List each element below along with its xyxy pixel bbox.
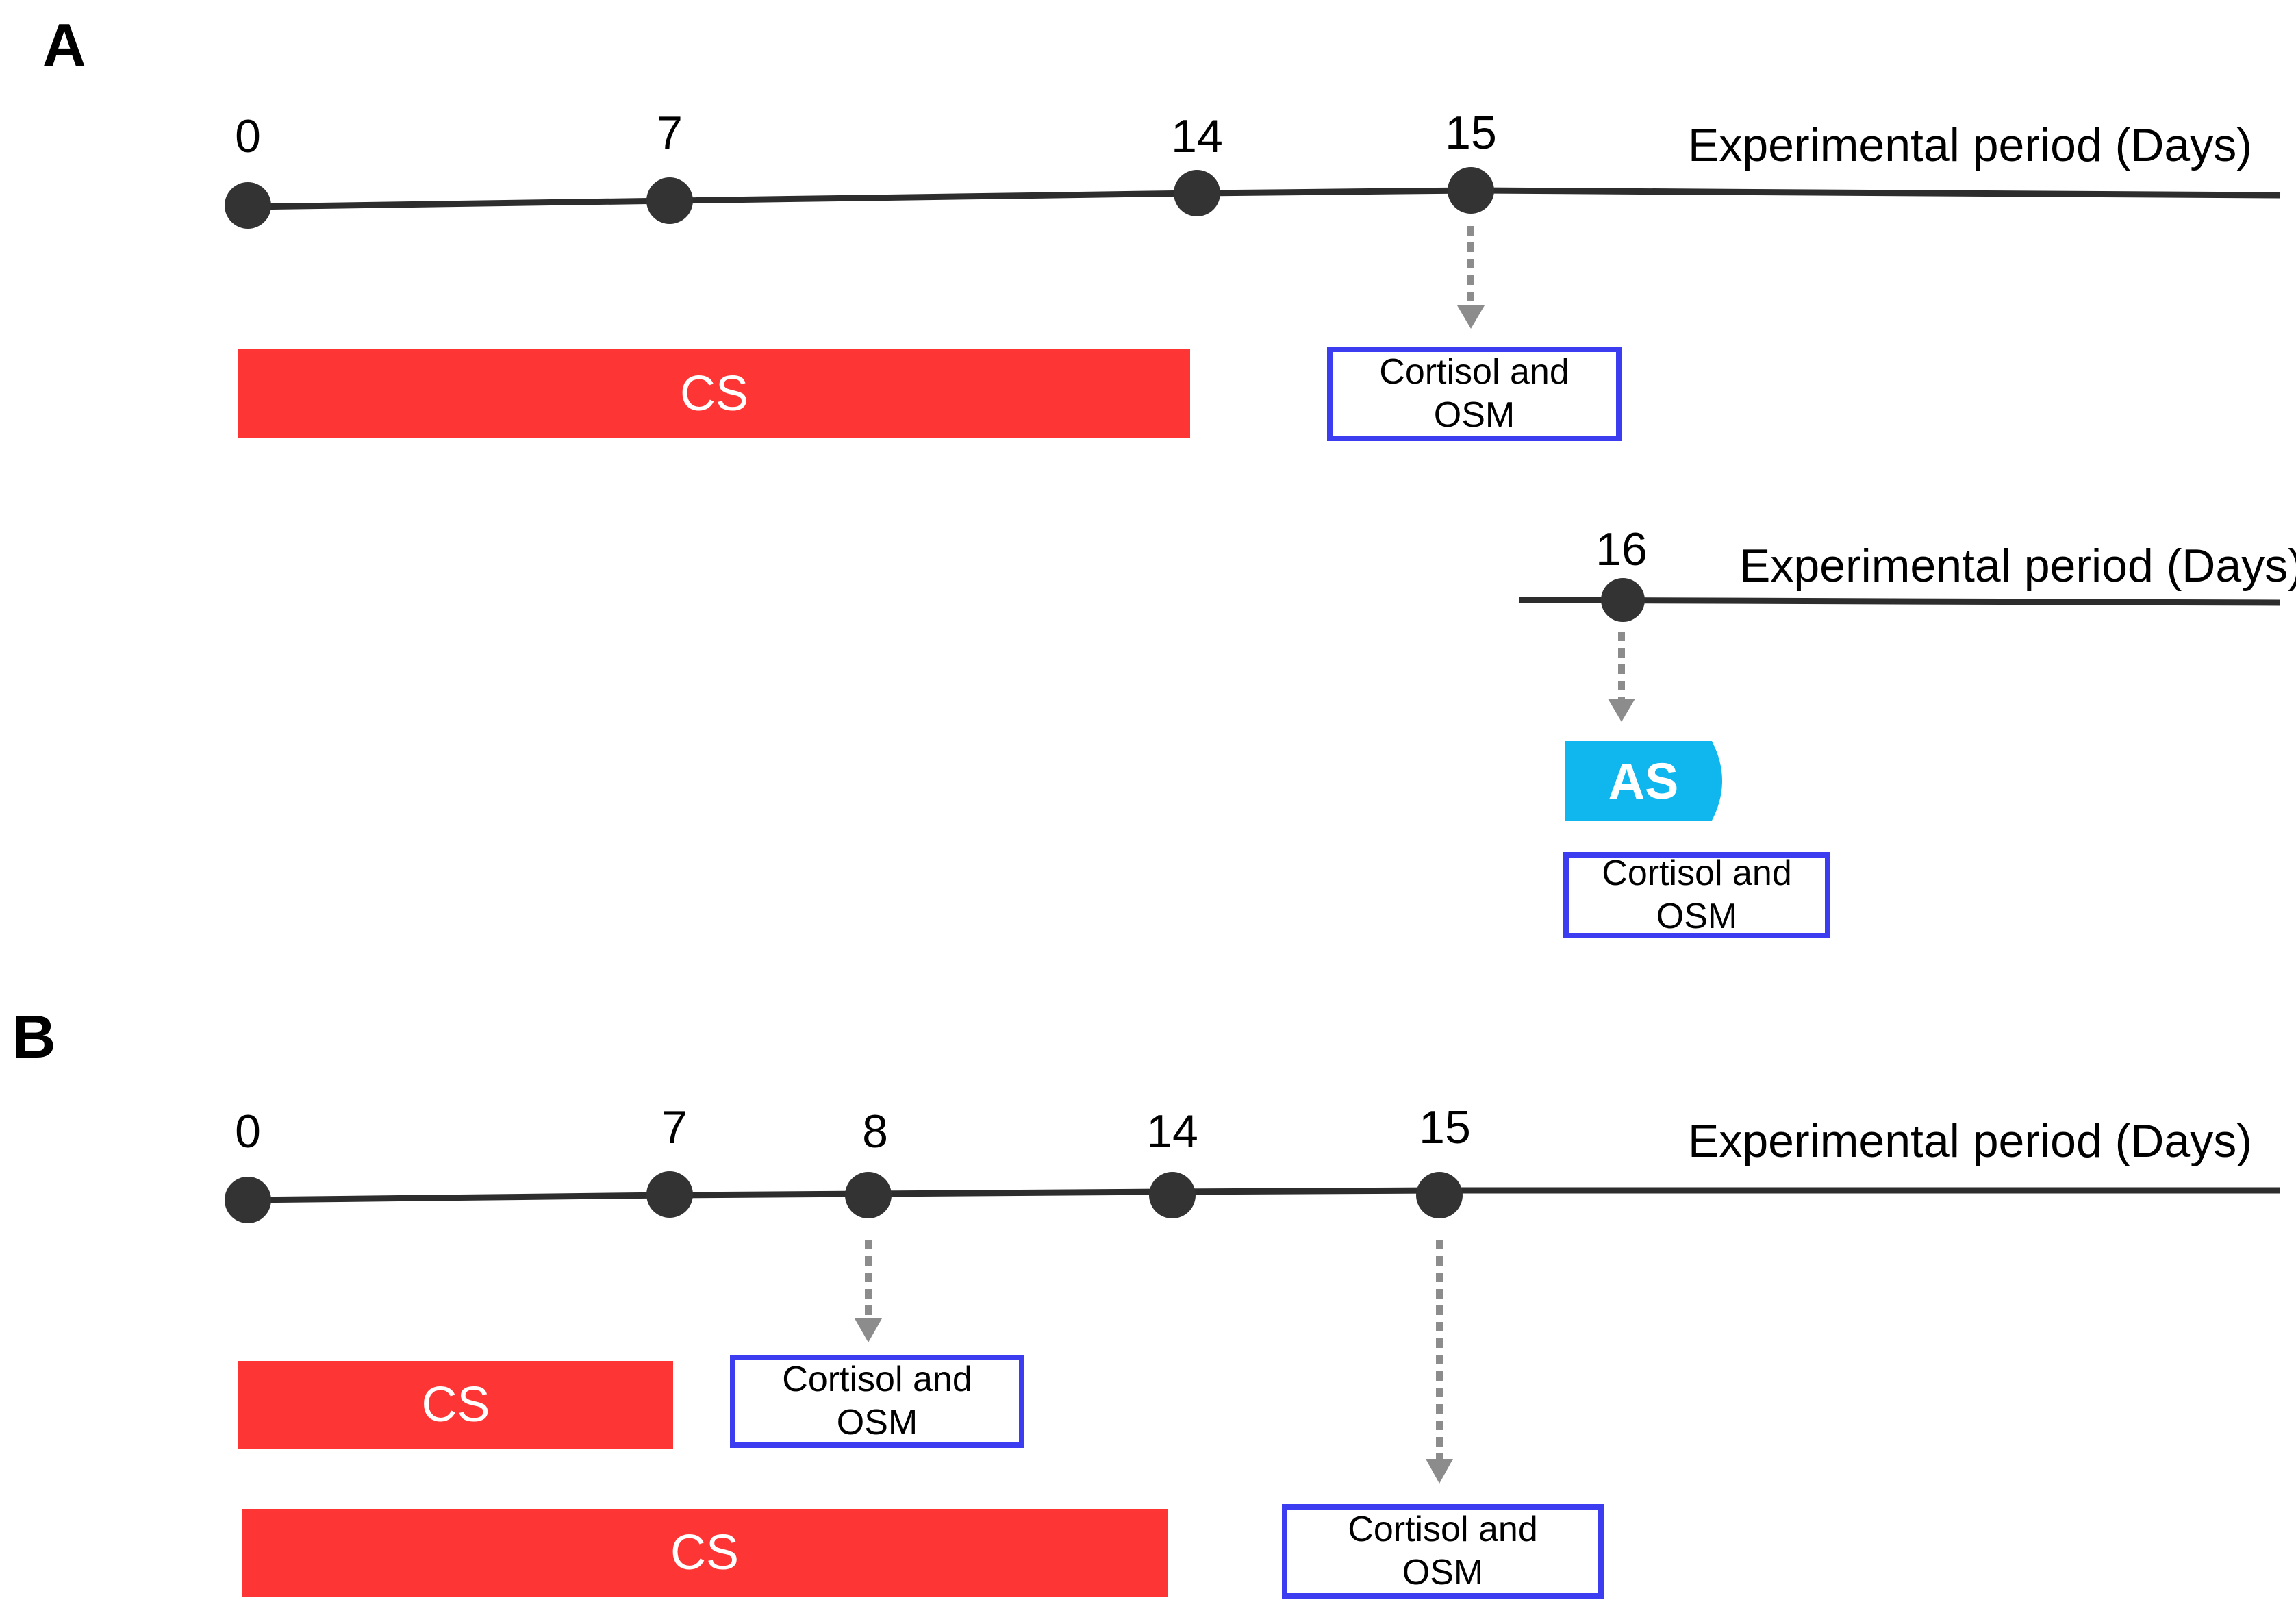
timeline-a-sub-axis-line [1518, 597, 2281, 606]
timepoint-b-day-15-icon [1416, 1172, 1463, 1218]
timepoint-b-day-7-icon [646, 1171, 693, 1218]
timepoint-b-day-0-icon [225, 1177, 271, 1223]
panel-label-b: B [12, 1003, 56, 1071]
timeline-a-main-axis-line [246, 187, 2281, 210]
cs-bar-a: CS [238, 349, 1190, 438]
tick-a-day-15: 15 [1445, 107, 1497, 159]
sampling-box-b-day-8: Cortisol and OSM [730, 1355, 1024, 1448]
tick-a-day-14: 14 [1171, 110, 1223, 162]
cs-bar-a-label: CS [679, 366, 749, 421]
tick-b-day-0: 0 [235, 1105, 261, 1158]
tick-b-day-15: 15 [1419, 1101, 1471, 1153]
sampling-box-b-day-15: Cortisol and OSM [1282, 1504, 1604, 1599]
sampling-box-b-day-8-line1: Cortisol and [782, 1359, 972, 1399]
sampling-arrow-b-day-15-icon [1426, 1240, 1453, 1484]
timepoint-a-day-16-icon [1601, 578, 1645, 622]
tick-a-day-0: 0 [235, 110, 261, 162]
axis-title-a-sub: Experimental period (Days) [1739, 540, 2296, 592]
tick-a-day-7: 7 [657, 107, 683, 159]
sampling-arrow-b-day-8-icon [855, 1240, 882, 1342]
as-block-shape [1565, 741, 1722, 821]
as-block-label: AS [1608, 752, 1679, 810]
sampling-box-b-day-15-line2: OSM [1402, 1553, 1484, 1592]
timepoint-a-day-14-icon [1174, 170, 1220, 216]
sampling-box-a-day-16: Cortisol and OSM [1563, 852, 1830, 938]
timeline-b [225, 1171, 2280, 1223]
sampling-box-a-day-15: Cortisol and OSM [1327, 347, 1622, 441]
tick-b-day-14: 14 [1146, 1105, 1198, 1158]
timepoint-a-day-0-icon [225, 182, 271, 229]
timeline-a-sub [1518, 578, 2281, 622]
sampling-arrow-a-day-15-icon [1457, 226, 1485, 329]
timepoint-b-day-8-icon [845, 1172, 892, 1218]
cs-bar-b-long-label: CS [670, 1525, 740, 1580]
tick-a-day-16: 16 [1595, 523, 1648, 575]
tick-b-day-7: 7 [661, 1101, 687, 1153]
axis-title-b: Experimental period (Days) [1688, 1115, 2252, 1167]
tick-b-day-8: 8 [862, 1105, 888, 1158]
cs-bar-b-short-label: CS [421, 1377, 490, 1432]
timepoint-a-day-15-icon [1448, 167, 1494, 214]
timeline-a-main [225, 167, 2281, 229]
cs-bar-b-long: CS [242, 1509, 1168, 1597]
panel-label-a: A [42, 11, 86, 79]
sampling-arrow-a-day-16-icon [1608, 632, 1635, 722]
cs-bar-b-short: CS [238, 1361, 673, 1449]
axis-title-a-main: Experimental period (Days) [1688, 119, 2252, 171]
timeline-b-axis-line [246, 1187, 2280, 1203]
sampling-box-b-day-8-line2: OSM [836, 1403, 918, 1442]
timepoint-a-day-7-icon [646, 177, 693, 224]
timepoint-b-day-14-icon [1149, 1172, 1196, 1218]
sampling-box-a-day-15-line1: Cortisol and [1379, 351, 1569, 392]
sampling-box-a-day-16-line2: OSM [1656, 897, 1738, 936]
sampling-box-b-day-15-line1: Cortisol and [1348, 1509, 1538, 1549]
sampling-box-a-day-16-line1: Cortisol and [1602, 853, 1792, 893]
sampling-box-a-day-15-line2: OSM [1433, 395, 1515, 435]
